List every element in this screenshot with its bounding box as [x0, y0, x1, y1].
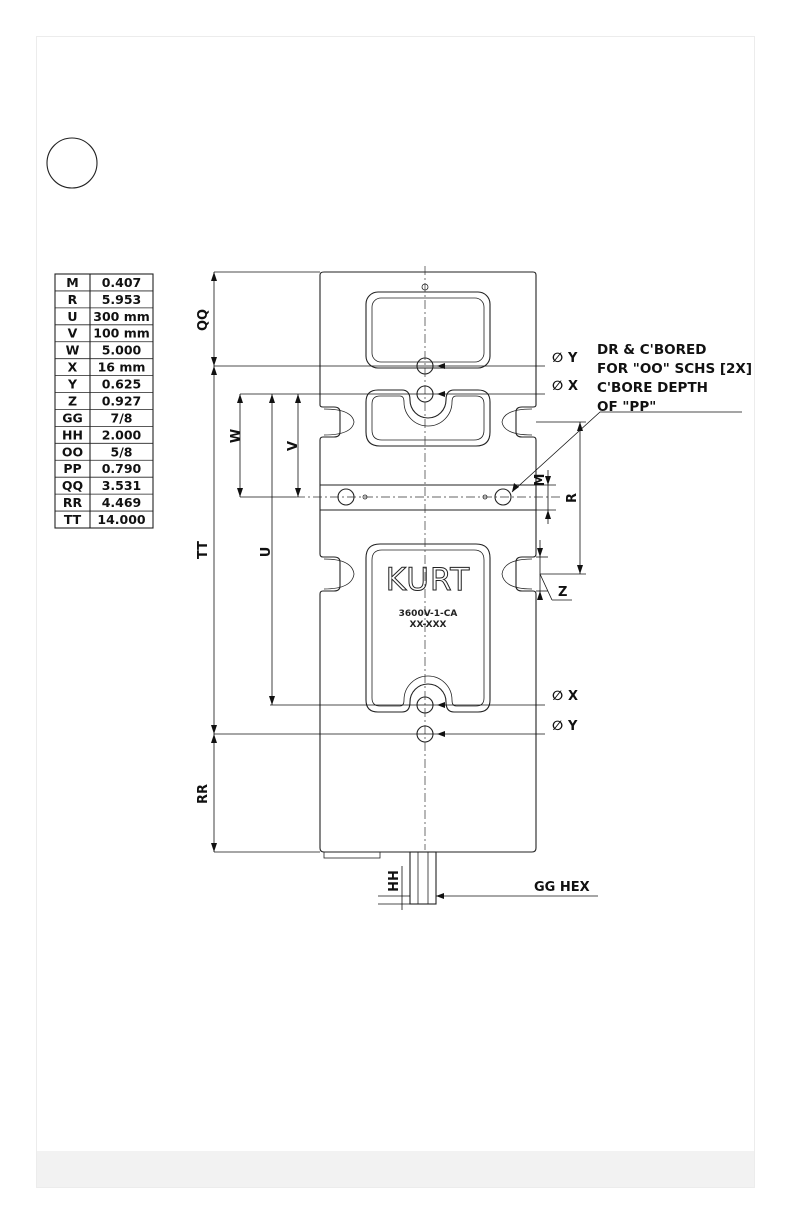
- table-row-value: 0.407: [102, 275, 142, 290]
- table-row-value: 3.531: [102, 478, 142, 493]
- notch-right-lower: [502, 559, 532, 589]
- upper-pocket-outer: [366, 390, 490, 446]
- part-body: KURT 3600V-1-CA XX-XXX: [320, 272, 536, 904]
- dim-label-z: Z: [558, 585, 567, 600]
- diameter-symbol-icon: ∅: [552, 351, 563, 366]
- table-row-value: 2.000: [102, 427, 142, 442]
- table-row-value: 16 mm: [98, 360, 146, 375]
- svg-text:Y: Y: [567, 351, 578, 366]
- diameter-symbol-icon: ∅: [552, 689, 563, 704]
- table-row-value: 7/8: [111, 410, 133, 425]
- table-row-key: PP: [63, 461, 81, 476]
- table-row-key: TT: [64, 512, 82, 527]
- table-row-key: RR: [63, 495, 83, 510]
- table-row-value: 0.927: [102, 393, 142, 408]
- dim-label-r: R: [565, 493, 580, 503]
- bottom-boss: [324, 852, 380, 858]
- notch-left-lower: [324, 559, 354, 589]
- table-row-key: QQ: [62, 478, 83, 493]
- table-row-value: 100 mm: [93, 326, 150, 341]
- table-row-key: Z: [68, 393, 77, 408]
- table-row-key: R: [68, 292, 78, 307]
- hole-label-x-bottom: ∅ X: [552, 689, 578, 704]
- svg-text:X: X: [568, 379, 578, 394]
- serial-marking: XX-XXX: [410, 620, 447, 630]
- table-row-key: W: [66, 343, 80, 358]
- dim-label-v: V: [286, 441, 301, 451]
- table-row-value: 0.790: [102, 461, 142, 476]
- dim-label-hh: HH: [387, 870, 402, 892]
- view-marker-circle: [47, 138, 97, 188]
- diameter-symbol-icon: ∅: [552, 719, 563, 734]
- table-row-value: 5.953: [102, 292, 142, 307]
- top-pocket-outer: [366, 292, 490, 368]
- table-row-key: X: [68, 360, 78, 375]
- notch-left-upper: [324, 409, 354, 435]
- hole-label-x-top: ∅ X: [552, 379, 578, 394]
- callout-note-line-2: FOR "OO" SCHS [2X]: [597, 361, 752, 377]
- dim-label-u: U: [259, 547, 274, 558]
- table-row-value: 300 mm: [93, 309, 150, 324]
- hole-label-y-top: ∅ Y: [552, 351, 578, 366]
- dim-label-tt: TT: [196, 541, 211, 559]
- callout-note-line-3: C'BORE DEPTH: [597, 380, 708, 396]
- dim-leader-z: [540, 574, 552, 600]
- model-marking: 3600V-1-CA: [399, 609, 458, 619]
- brand-marking: KURT: [386, 562, 470, 598]
- svg-text:Y: Y: [567, 719, 578, 734]
- dim-label-w: W: [229, 429, 244, 443]
- svg-text:X: X: [568, 689, 578, 704]
- dim-label-gg-hex: GG HEX: [534, 880, 590, 895]
- dim-label-qq: QQ: [196, 309, 211, 331]
- diameter-symbol-icon: ∅: [552, 379, 563, 394]
- dim-label-m: M: [533, 474, 548, 487]
- table-row-key: GG: [62, 410, 83, 425]
- table-row-key: V: [68, 326, 78, 341]
- table-row-value: 5/8: [111, 444, 133, 459]
- table-row-key: U: [67, 309, 77, 324]
- table-row-value: 14.000: [97, 512, 146, 527]
- table-row-key: M: [66, 275, 78, 290]
- notch-right-upper: [502, 409, 532, 435]
- table-row-value: 4.469: [102, 495, 142, 510]
- table-row-key: HH: [62, 427, 83, 442]
- hole-label-y-bottom: ∅ Y: [552, 719, 578, 734]
- callout-note: DR & C'BORED FOR "OO" SCHS [2X] C'BORE D…: [597, 342, 752, 415]
- table-row-key: Y: [67, 377, 78, 392]
- table-row-value: 0.625: [102, 377, 142, 392]
- top-pocket-inner: [372, 298, 484, 362]
- hex-shaft: [410, 852, 436, 904]
- callout-note-line-1: DR & C'BORED: [597, 342, 706, 358]
- dim-label-rr: RR: [196, 784, 211, 804]
- callout-note-line-4: OF "PP": [597, 399, 656, 415]
- table-row-value: 5.000: [102, 343, 142, 358]
- table-row-key: OO: [62, 444, 83, 459]
